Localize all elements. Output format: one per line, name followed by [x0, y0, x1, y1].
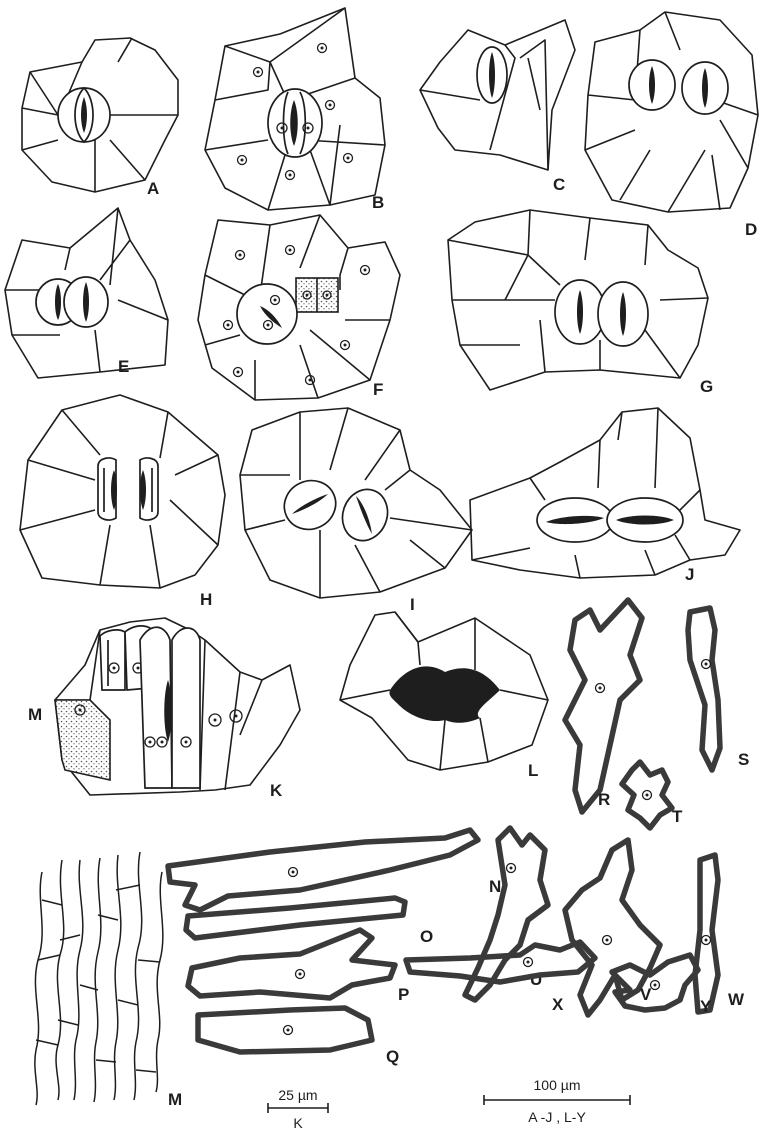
scale-bar-25um: 25 µm K [268, 1087, 328, 1131]
label-e: E [118, 357, 129, 376]
panel-r-idioblast [565, 600, 642, 812]
label-f: F [373, 380, 383, 399]
label-s: S [738, 750, 749, 769]
panel-l-solid-cells [340, 612, 548, 770]
panel-m-wavy-cells [35, 852, 163, 1105]
panel-t-idioblast [622, 762, 672, 828]
scale-bar-100um-value: 100 µm [534, 1077, 581, 1093]
panel-f-stoma [198, 215, 400, 400]
panel-e-stoma [5, 208, 168, 378]
scale-bar-100um-applies: A -J , L-Y [528, 1109, 586, 1125]
label-d: D [745, 220, 757, 239]
scale-bar-100um: 100 µm A -J , L-Y [484, 1077, 630, 1125]
label-y: Y [700, 997, 712, 1016]
label-o: O [420, 927, 433, 946]
label-k: K [270, 781, 283, 800]
panel-p-idioblast [188, 930, 395, 998]
label-v: V [640, 985, 652, 1004]
label-m: M [168, 1090, 182, 1109]
label-x: X [552, 995, 564, 1014]
scale-bar-25um-applies: K [293, 1115, 303, 1131]
label-a: A [147, 179, 159, 198]
label-h: H [200, 590, 212, 609]
label-g: G [700, 377, 713, 396]
panel-i-stoma [240, 408, 472, 598]
label-j: J [685, 565, 694, 584]
panel-s-idioblast [688, 608, 720, 770]
label-p: P [398, 985, 409, 1004]
label-c: C [553, 175, 565, 194]
label-w: W [728, 990, 745, 1009]
label-i: I [410, 595, 415, 614]
panel-d-stoma [585, 12, 758, 212]
label-b: B [372, 193, 384, 212]
panel-c-stoma [420, 20, 575, 170]
panel-a-stoma [22, 38, 178, 192]
scale-bar-25um-value: 25 µm [278, 1087, 317, 1103]
panel-b-stoma [205, 8, 385, 210]
panel-q-idioblast [198, 1008, 372, 1052]
label-q: Q [386, 1047, 399, 1066]
label-l: L [528, 761, 538, 780]
label-k-side: M [28, 705, 42, 724]
label-t: T [672, 807, 683, 826]
panel-x-idioblast [406, 942, 595, 982]
panel-n-idioblast [168, 830, 478, 910]
panel-k-stoma [55, 618, 300, 795]
panel-j-stoma [470, 408, 740, 578]
panel-h-stoma [20, 395, 225, 588]
label-r: R [598, 790, 610, 809]
panel-w-idioblast [695, 855, 718, 1012]
label-n: N [489, 877, 501, 896]
panel-g-stoma [448, 210, 708, 390]
panel-o-idioblast [186, 898, 405, 938]
